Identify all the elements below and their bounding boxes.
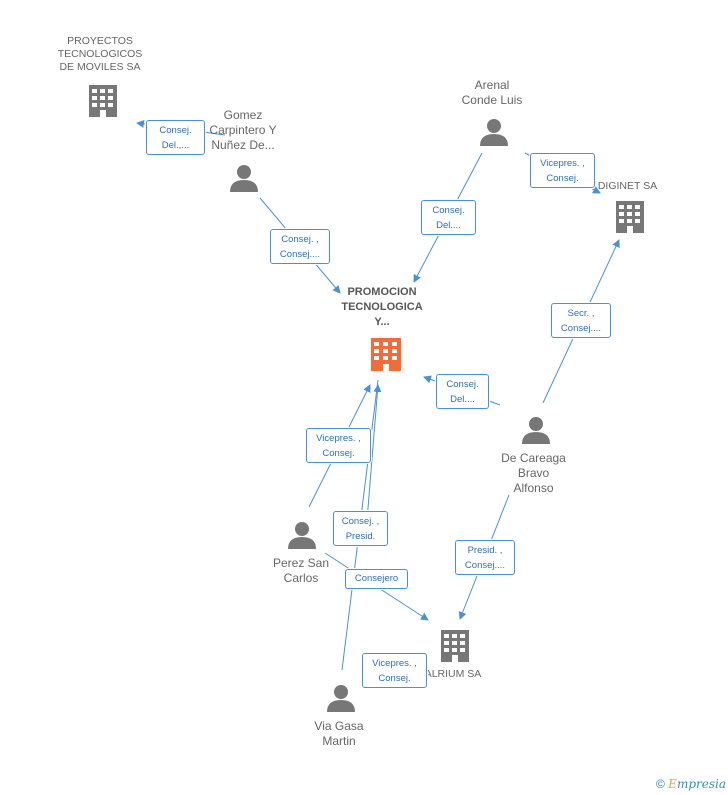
relation-badge[interactable]: Presid. , Consej.... — [455, 540, 515, 575]
relation-badge[interactable]: Vicepres. , Consej. — [362, 653, 427, 688]
relation-text: Consejero — [354, 573, 399, 584]
building-icon — [89, 85, 117, 117]
relation-text: Consej. — [378, 673, 411, 684]
copyright-symbol: © — [655, 777, 665, 791]
relation-text: Presid. , — [467, 545, 503, 556]
relation-text: Consej.... — [464, 560, 506, 571]
person-icon — [288, 522, 316, 549]
relation-text: Consej. — [322, 448, 355, 459]
relation-text: Consej. — [546, 173, 579, 184]
relation-badge[interactable]: Consej. Del.... — [421, 200, 476, 235]
relation-badge[interactable]: Vicepres. , Consej. — [530, 153, 595, 188]
building-icon — [441, 630, 469, 662]
person-icon — [327, 685, 355, 712]
node-label-perez[interactable]: Perez San Carlos — [272, 556, 330, 585]
person-icon — [522, 417, 550, 444]
person-icon — [480, 119, 508, 146]
node-label-proyectos[interactable]: PROYECTOS TECNOLOGICOS DE MOVILES SA — [57, 35, 143, 73]
relation-text: Consej.... — [560, 323, 602, 334]
relation-text: Secr. , — [567, 308, 595, 319]
relation-badge[interactable]: Consej. , Consej.... — [270, 229, 330, 264]
node-label-alrium[interactable]: ALRIUM SA — [424, 668, 482, 680]
main-company-building-icon — [371, 338, 401, 371]
node-label-decareaga[interactable]: De Careaga Bravo Alfonso — [501, 451, 566, 495]
relation-text: Consej. , — [341, 516, 380, 527]
relation-text: Del.... — [436, 220, 461, 231]
brand-logo[interactable]: Empresia — [668, 777, 726, 791]
relation-text: Consej. — [446, 379, 479, 390]
node-label-gomez[interactable]: Gomez Carpintero Y Nuñez De... — [209, 108, 277, 152]
relation-badge[interactable]: Consej. , Presid. — [333, 511, 388, 546]
relation-text: Consej. , — [281, 234, 319, 245]
relation-text: Del.,... — [161, 140, 190, 151]
relation-text: Presid. — [345, 531, 376, 542]
footer-credit: © Empresia — [656, 777, 726, 791]
relation-badge[interactable]: Consejero — [345, 569, 408, 589]
relation-badge[interactable]: Vicepres. , Consej. — [306, 428, 371, 463]
building-icon — [616, 201, 644, 233]
brand-logo-initial: E — [668, 777, 677, 791]
node-label-viagasa[interactable]: Via Gasa Martin — [314, 719, 364, 748]
relation-text: Consej. — [159, 125, 192, 136]
person-icon — [230, 165, 258, 192]
relation-text: Consej.... — [279, 249, 321, 260]
relation-badge[interactable]: Secr. , Consej.... — [551, 303, 611, 338]
relation-badge[interactable]: Consej. Del.... — [436, 374, 489, 409]
node-label-promocion[interactable]: PROMOCION TECNOLOGICA Y... — [341, 286, 423, 328]
brand-logo-text: mpresia — [676, 777, 726, 791]
relation-text: Del.... — [450, 394, 475, 405]
relation-text: Consej. — [432, 205, 465, 216]
node-label-arenal[interactable]: Arenal Conde Luis — [461, 78, 523, 107]
relation-text: Vicepres. , — [372, 658, 417, 669]
node-label-diginet[interactable]: DIGINET SA — [597, 180, 658, 192]
relation-text: Vicepres. , — [540, 158, 585, 169]
relation-badge[interactable]: Consej. Del.,... — [146, 120, 205, 155]
relation-text: Vicepres. , — [316, 433, 361, 444]
